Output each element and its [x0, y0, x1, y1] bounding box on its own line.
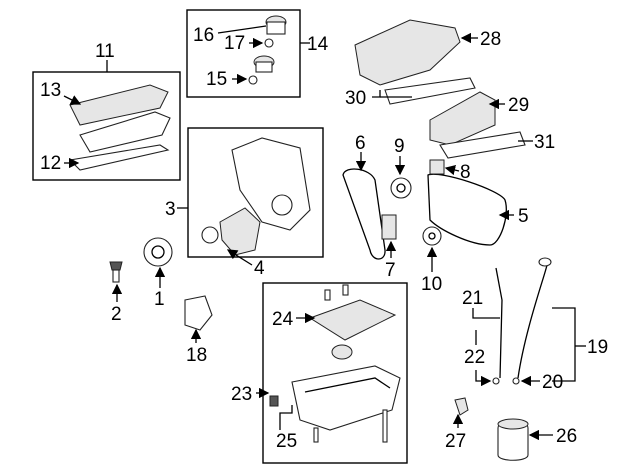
oil-filler-cap-group-box — [186, 9, 301, 98]
callout-30: 30 — [345, 88, 366, 109]
callout-12: 12 — [40, 153, 61, 174]
timing-chain-part[interactable] — [342, 159, 507, 260]
callout-26: 26 — [556, 426, 577, 447]
oil-pan-group-box — [262, 282, 408, 464]
crankshaft-pulley-part[interactable] — [109, 237, 213, 331]
callout-6: 6 — [355, 133, 366, 154]
callout-7: 7 — [385, 260, 396, 281]
callout-15: 15 — [206, 69, 227, 90]
callout-31: 31 — [534, 132, 555, 153]
callout-19: 19 — [587, 337, 608, 358]
timing-cover-group-box — [187, 127, 324, 258]
callout-2: 2 — [111, 304, 122, 325]
callout-25: 25 — [276, 431, 297, 452]
callout-4: 4 — [254, 258, 265, 279]
callout-27: 27 — [445, 431, 466, 452]
callout-22: 22 — [464, 347, 485, 368]
callout-11: 11 — [95, 41, 115, 62]
callout-3: 3 — [165, 199, 176, 220]
oil-dipstick-part[interactable] — [454, 257, 552, 461]
callout-16: 16 — [193, 25, 214, 46]
callout-18: 18 — [186, 345, 207, 366]
callout-28: 28 — [480, 29, 501, 50]
callout-21: 21 — [462, 288, 483, 309]
callout-1: 1 — [154, 289, 165, 310]
leader-lines — [63, 25, 586, 441]
callout-10: 10 — [421, 274, 442, 295]
callout-24: 24 — [272, 309, 294, 330]
timing-cover-part[interactable] — [201, 137, 311, 256]
callout-14: 14 — [307, 34, 329, 55]
callout-20: 20 — [542, 372, 563, 393]
callout-29: 29 — [508, 95, 529, 116]
oil-filler-cap-part[interactable] — [248, 15, 287, 85]
oil-pan-part[interactable] — [269, 284, 401, 443]
callout-23: 23 — [231, 384, 252, 405]
intake-manifold-part[interactable] — [354, 19, 526, 159]
valve-cover-part[interactable] — [68, 84, 171, 171]
callout-5: 5 — [518, 206, 529, 227]
callout-13: 13 — [40, 80, 61, 101]
callout-9: 9 — [394, 136, 405, 157]
callout-8: 8 — [460, 162, 471, 183]
callout-17: 17 — [224, 33, 245, 54]
